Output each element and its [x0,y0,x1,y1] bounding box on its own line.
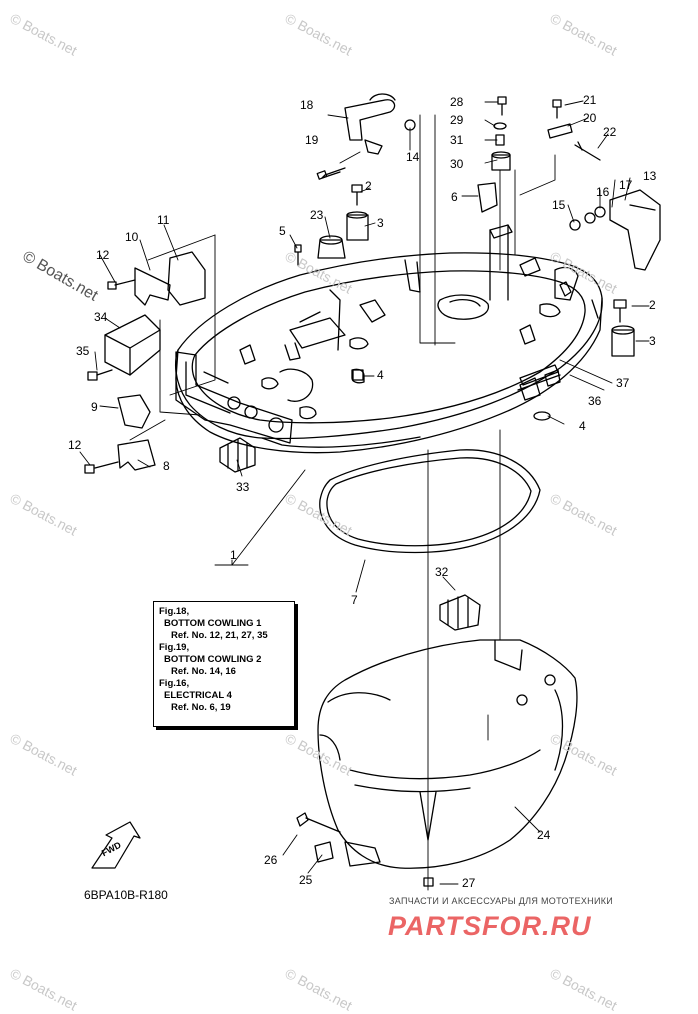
parts-diagram [79,93,661,891]
part-number: 2 [649,298,656,312]
part-number: 16 [596,185,610,199]
part-number: 15 [552,198,566,212]
part-number: 20 [583,111,597,125]
legend-line: Fig.18, [159,606,190,617]
part-number: 19 [305,133,319,147]
hardware-parts [84,93,661,887]
part-number: 3 [649,334,656,348]
reference-legend: Fig.18, BOTTOM COWLING 1 Ref. No. 12, 21… [153,601,295,727]
part-number: 8 [163,459,170,473]
fwd-arrow-icon [91,821,141,869]
part-number: 12 [68,438,82,452]
diagram-code: 6BPA10B-R180 [84,888,168,902]
legend-line: Ref. No. 12, 21, 27, 35 [171,630,268,641]
legend-line: Ref. No. 6, 19 [171,702,231,713]
part-number: 36 [588,394,602,408]
legend-line: ELECTRICAL 4 [164,690,232,701]
part-number: 24 [537,828,551,842]
shop-subtitle: ЗАПЧАСТИ И АКСЕССУАРЫ ДЛЯ МОТОТЕХНИКИ [389,896,614,906]
part-number: 7 [351,593,358,607]
part-number: 21 [583,93,597,107]
part-number: 32 [435,565,449,579]
legend-line: Fig.16, [159,678,190,689]
part-number: 30 [450,157,464,171]
part-number: 23 [310,208,324,222]
part-number: 33 [236,480,250,494]
part-number: 22 [603,125,617,139]
part-number: 13 [643,169,657,183]
part-number: 25 [299,873,313,887]
legend-line: Fig.19, [159,642,190,653]
part-number: 4 [377,368,384,382]
part-number: 14 [406,150,420,164]
part-number: 11 [157,213,170,227]
part-number: 10 [125,230,139,244]
shop-logo[interactable]: PARTSFOR.RU [388,911,592,941]
part-number: 6 [451,190,458,204]
part-number: 3 [377,216,384,230]
part-number: 27 [462,876,476,890]
part-number: 35 [76,344,90,358]
part-number: 34 [94,310,108,324]
part-number: 29 [450,113,464,127]
leader-lines [79,100,650,891]
bottom-cowling-upper [175,224,603,454]
cowling-side-box [175,351,293,444]
part-number: 28 [450,95,464,109]
part-number: 2 [365,179,372,193]
part-number: 17 [619,178,633,192]
part-number: 37 [616,376,630,390]
legend-line: Ref. No. 14, 16 [171,666,236,677]
part-number: 26 [264,853,278,867]
part-number: 5 [279,224,286,238]
part-number: 31 [450,133,464,147]
part-number: 9 [91,400,98,414]
legend-line: BOTTOM COWLING 1 [164,618,262,629]
gasket-seal [319,449,541,554]
legend-line: BOTTOM COWLING 2 [164,654,262,665]
part-number: 1 [230,548,237,562]
part-number: 12 [96,248,110,262]
part-number: 18 [300,98,314,112]
part-number: 4 [579,419,586,433]
